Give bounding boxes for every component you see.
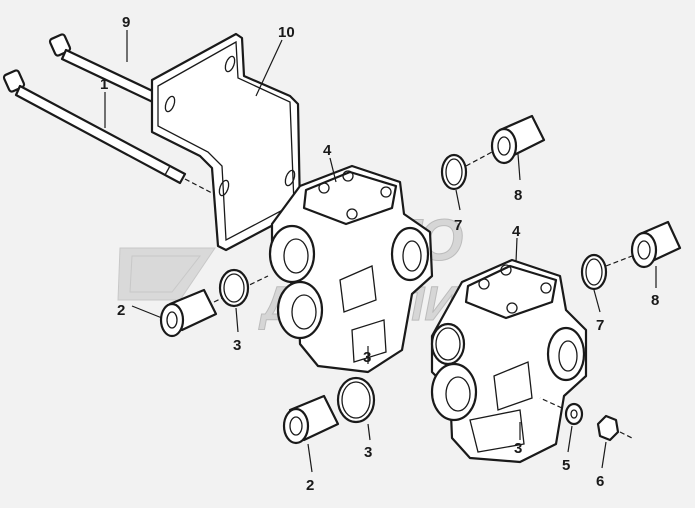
callout-3a: 3 (233, 337, 241, 354)
callout-7a: 7 (454, 217, 462, 234)
callout-3c: 3 (514, 440, 522, 457)
callout-7b: 7 (596, 317, 604, 334)
callout-10: 10 (278, 24, 295, 41)
o-rings (440, 153, 608, 291)
callout-4a: 4 (323, 142, 332, 159)
callout-5: 5 (562, 457, 570, 474)
callout-4b: 4 (512, 223, 521, 240)
callout-6: 6 (596, 473, 604, 490)
fitting-lower (282, 394, 340, 445)
callout-3d: 3 (364, 444, 372, 461)
bolt-short (2, 69, 213, 194)
valve-body-upper (268, 164, 434, 374)
valve-body-lower (430, 258, 588, 464)
callout-2b: 2 (306, 477, 314, 494)
callout-9: 9 (122, 14, 130, 31)
callout-1: 1 (100, 76, 108, 93)
callout-2a: 2 (117, 302, 125, 319)
callouts: 9 10 1 4 8 7 4 8 2 3 7 3 3 3 2 5 6 (100, 14, 659, 494)
callout-8a: 8 (514, 187, 522, 204)
leader-lines (104, 30, 657, 473)
seal-rings (218, 268, 466, 424)
fitting-upper-left (159, 275, 269, 338)
fittings-right (465, 114, 682, 269)
callout-8b: 8 (651, 292, 659, 309)
washer-and-nut (539, 397, 633, 442)
callout-3b: 3 (363, 349, 371, 366)
